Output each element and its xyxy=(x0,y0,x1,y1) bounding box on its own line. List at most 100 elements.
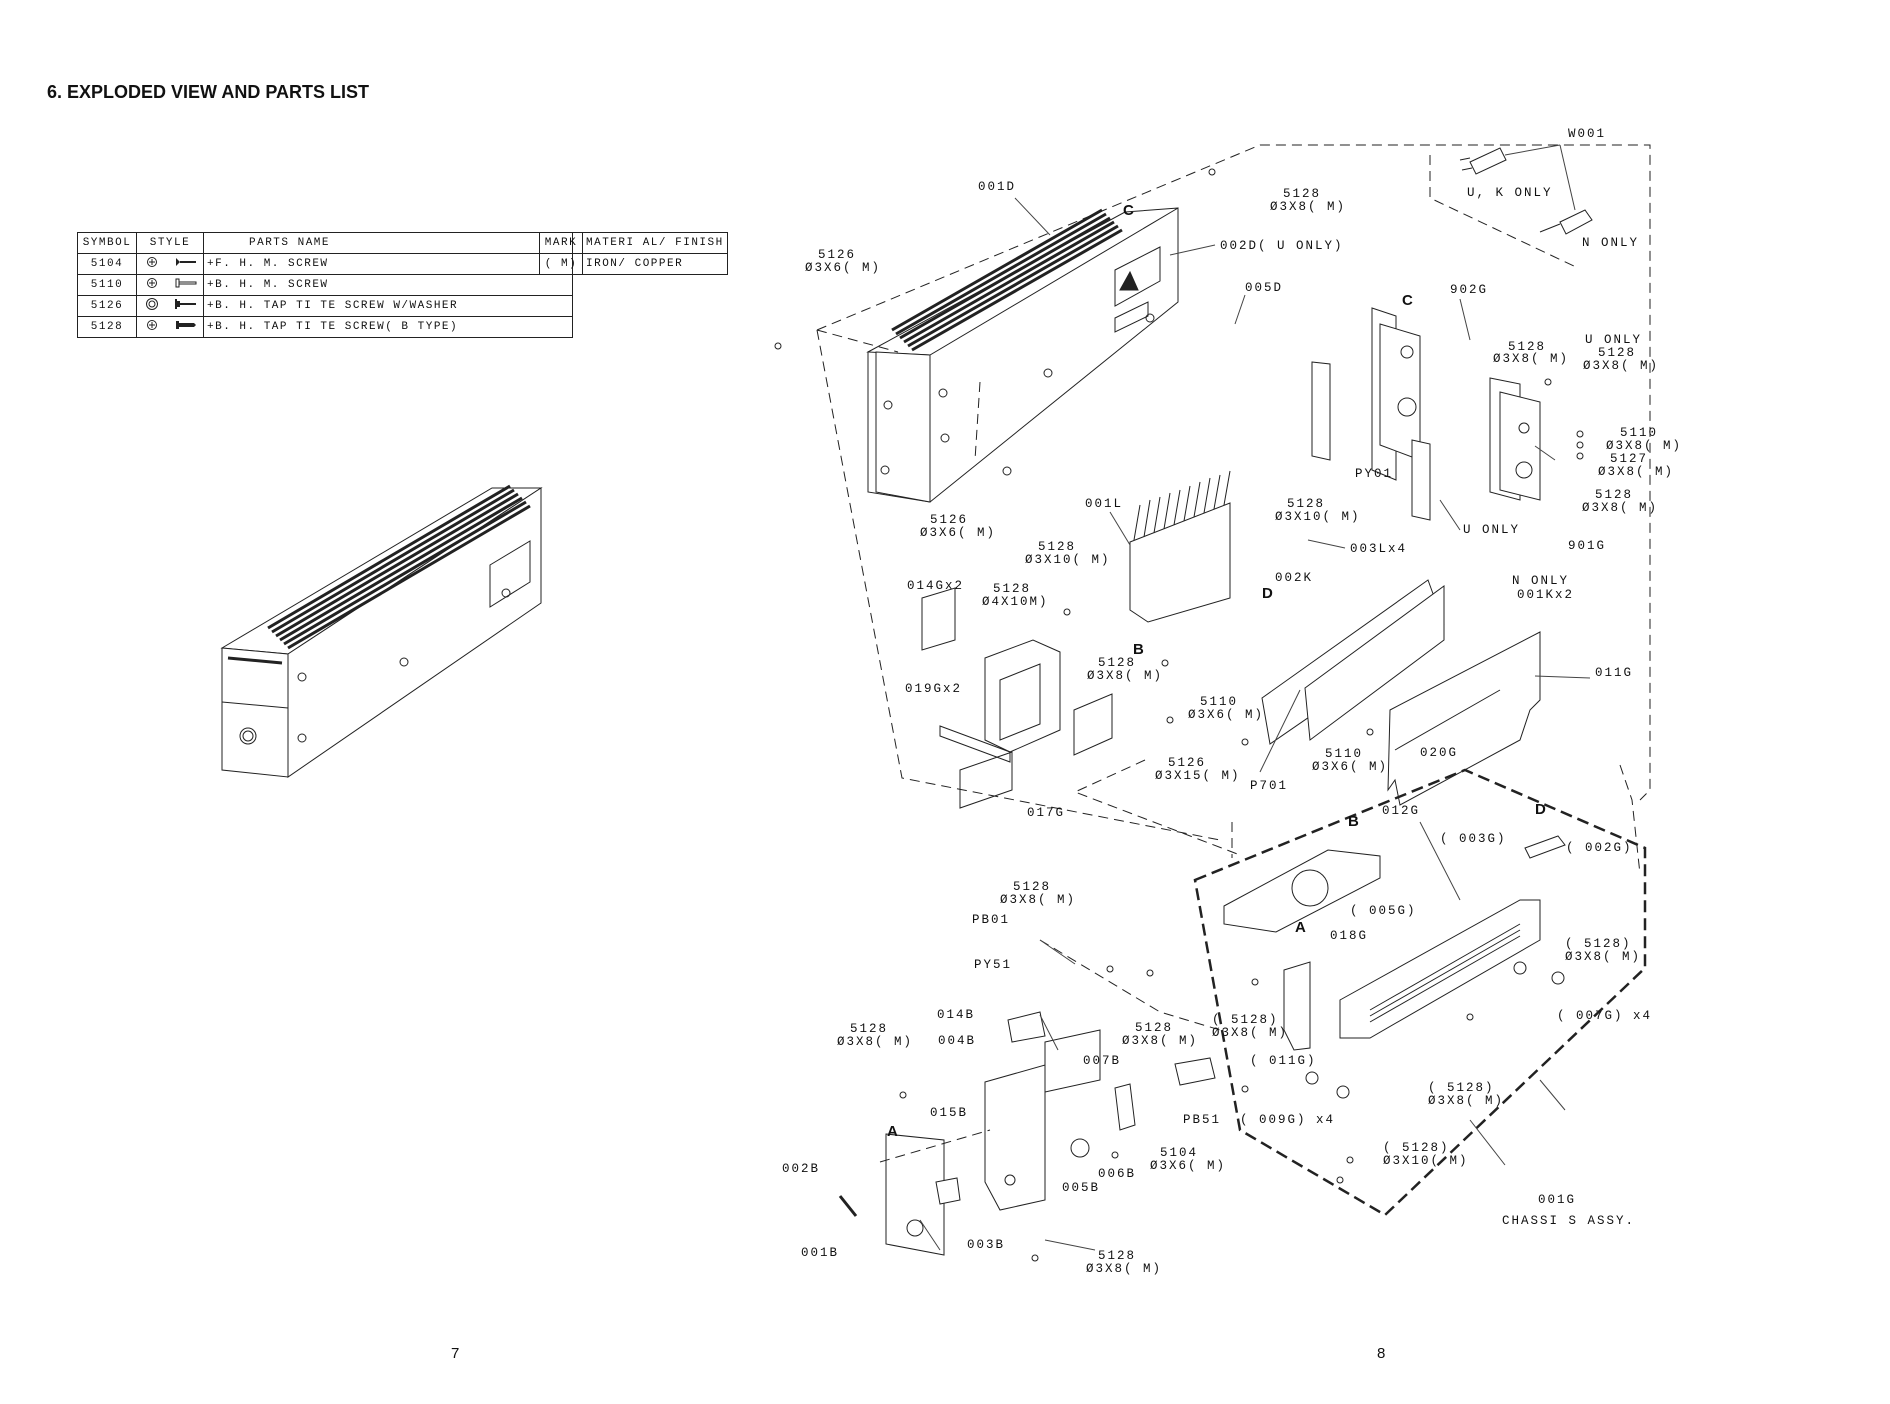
callout-902g: 902G xyxy=(1450,283,1488,297)
callout-5128: 5128 xyxy=(1135,1021,1173,1035)
bhm-screw-icon xyxy=(147,278,197,288)
callout-003b: 003B xyxy=(967,1238,1005,1252)
callout-u-only: U ONLY xyxy=(1585,333,1642,347)
callout-5128: 5128 xyxy=(1598,346,1636,360)
callout-size: Ø3X6( M) xyxy=(1188,708,1264,722)
callout-size: Ø3X8( M) xyxy=(1598,465,1674,479)
callout-size: Ø3X8( M) xyxy=(1565,950,1641,964)
marker-d: D xyxy=(1535,801,1546,818)
shaft-002b xyxy=(838,1195,858,1217)
power-cord-w001 xyxy=(1459,147,1593,235)
callout-001b: 001B xyxy=(801,1246,839,1260)
callout-011g: 011G xyxy=(1595,666,1633,680)
bracket-014b xyxy=(1007,1011,1046,1043)
callout-5128: ( 5128) xyxy=(1565,937,1632,951)
symbol-cell: 5128 xyxy=(77,316,137,338)
callout-001l: 001L xyxy=(1085,497,1123,511)
rear-panel-901g xyxy=(1489,377,1541,501)
small-board xyxy=(1311,361,1331,461)
callout-003l: 003Lx4 xyxy=(1350,542,1407,556)
callout-5104: 5104 xyxy=(1160,1146,1198,1160)
top-cover-001d xyxy=(866,207,1179,503)
callout-size: Ø3X8( M) xyxy=(1212,1026,1288,1040)
callout-5128: 5128 xyxy=(1287,497,1325,511)
parts-name-cell: +F. H. M. SCREW xyxy=(203,253,573,275)
leader-lines xyxy=(919,144,1591,1251)
power-transformer xyxy=(921,587,1113,809)
callout-012g: 012G xyxy=(1382,804,1420,818)
py01-board xyxy=(1411,439,1431,521)
callout-size: Ø4X10M) xyxy=(982,595,1049,609)
callout-5126: 5126 xyxy=(1168,756,1206,770)
knob-005b xyxy=(1070,1138,1090,1158)
callout-018g: 018G xyxy=(1330,929,1368,943)
callout-size: Ø3X10( M) xyxy=(1383,1154,1469,1168)
table-row: 5128 +B. H. TAP TI TE SCREW( B TYPE) xyxy=(77,316,573,338)
callout-5110: 5110 xyxy=(1325,747,1363,761)
callout-size: Ø3X8( M) xyxy=(1606,439,1682,453)
assembled-unit-illustration xyxy=(220,484,543,778)
mark-cell: ( M) xyxy=(539,253,583,275)
callout-size: Ø3X6( M) xyxy=(1150,1159,1226,1173)
callout-size: Ø3X8( M) xyxy=(1087,669,1163,683)
parts-name-cell: +B. H. TAP TI TE SCREW( B TYPE) xyxy=(203,316,573,338)
assembly-guide-lines xyxy=(816,144,1651,1163)
callout-py01: PY01 xyxy=(1355,467,1393,481)
page-title: 6. EXPLODED VIEW AND PARTS LIST xyxy=(47,82,370,102)
callout-014b: 014B xyxy=(937,1008,975,1022)
symbol-style-table: SYMBOL STYLE PARTS NAME 5104 +F. H. M. S… xyxy=(77,232,573,338)
callout-pb01: PB01 xyxy=(972,913,1010,927)
table-row: 5110 +B. H. M. SCREW xyxy=(77,274,573,296)
callout-py51: PY51 xyxy=(974,958,1012,972)
callout-003g: ( 003G) xyxy=(1440,832,1507,846)
callout-size: Ø3X8( M) xyxy=(1493,352,1569,366)
column-header: STYLE xyxy=(136,232,204,254)
table-row: 5104 +F. H. M. SCREW xyxy=(77,253,573,275)
callout-size: Ø3X8( M) xyxy=(837,1035,913,1049)
callout-002b: 002B xyxy=(782,1162,820,1176)
heatsink-001l xyxy=(1129,470,1231,623)
screws xyxy=(774,168,1584,1262)
callout-005b: 005B xyxy=(1062,1181,1100,1195)
callout-007g: ( 007G) x4 xyxy=(1557,1009,1652,1023)
callout-005d: 005D xyxy=(1245,281,1283,295)
marker-c: C xyxy=(1402,292,1413,309)
callout-001d: 001D xyxy=(978,180,1016,194)
callout-011g: ( 011G) xyxy=(1250,1054,1317,1068)
bracket-007b xyxy=(1114,1083,1136,1131)
callout-009g: ( 009G) x4 xyxy=(1240,1113,1335,1127)
front-chassis-004b xyxy=(984,1064,1046,1211)
callout-007b: 007B xyxy=(1083,1054,1121,1068)
callout-002d: 002D( U ONLY) xyxy=(1220,239,1344,253)
callout-size: Ø3X10( M) xyxy=(1025,553,1111,567)
chassis-assy-001g xyxy=(1223,835,1566,1099)
callout-014g: 014Gx2 xyxy=(907,579,964,593)
table-header-row: SYMBOL STYLE PARTS NAME xyxy=(77,232,573,254)
callout-5128: 5128 xyxy=(1098,656,1136,670)
callout-size: Ø3X6( M) xyxy=(1312,760,1388,774)
callout-size: Ø3X8( M) xyxy=(1000,893,1076,907)
page-number: 8 xyxy=(1377,1345,1386,1362)
chassis-assy-outline xyxy=(1193,768,1647,1217)
marker-c: C xyxy=(1123,202,1134,219)
callout-n-only: N ONLY xyxy=(1512,574,1569,588)
material-cell: IRON/ COPPER xyxy=(582,253,728,275)
callout-001k: 001Kx2 xyxy=(1517,588,1574,602)
callout-size: Ø3X6( M) xyxy=(920,526,996,540)
callout-002k: 002K xyxy=(1275,571,1313,585)
front-panel-001b xyxy=(885,1133,945,1256)
callout-n-only: N ONLY xyxy=(1582,236,1639,250)
marker-d: D xyxy=(1262,585,1273,602)
callout-size: Ø3X10( M) xyxy=(1275,510,1361,524)
callout-5128: 5128 xyxy=(1098,1249,1136,1263)
callout-size: Ø3X8( M) xyxy=(1583,359,1659,373)
callout-5126: 5126 xyxy=(818,248,856,262)
marker-b: B xyxy=(1348,813,1359,830)
tap-tite-b-type-screw-icon xyxy=(147,320,196,330)
callout-004b: 004B xyxy=(938,1034,976,1048)
page-number: 7 xyxy=(451,1345,460,1362)
callout-015b: 015B xyxy=(930,1106,968,1120)
callout-5128: 5128 xyxy=(1283,187,1321,201)
column-header: SYMBOL xyxy=(77,232,137,254)
callout-5110: 5110 xyxy=(1200,695,1238,709)
